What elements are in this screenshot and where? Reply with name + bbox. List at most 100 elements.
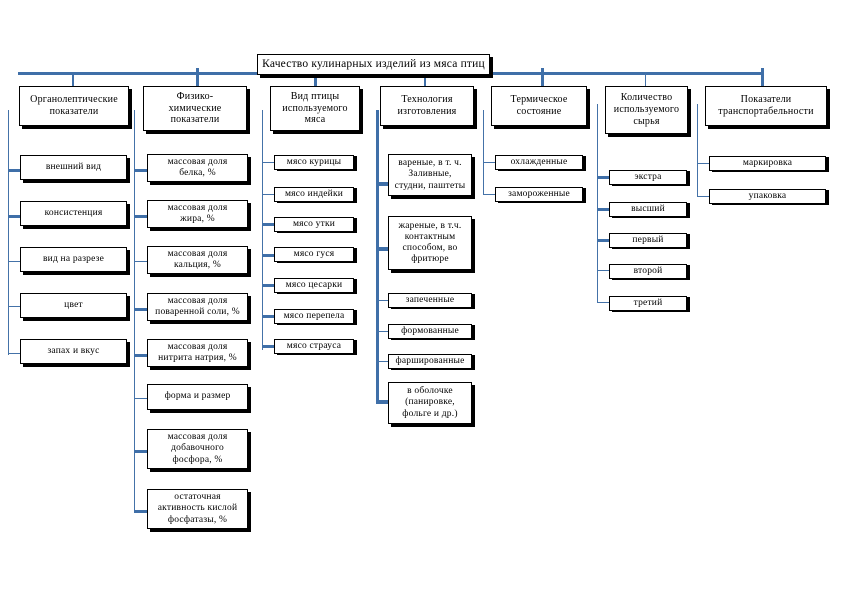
leaf-label: запах и вкус <box>47 345 100 356</box>
leaf-technology-0: вареные, в т. ч. Заливные, студни, паште… <box>388 154 472 196</box>
stub-physico-4 <box>134 354 147 357</box>
leaf-label: запеченные <box>405 294 455 305</box>
leaf-label: вареные, в т. ч. Заливные, студни, паште… <box>394 158 466 191</box>
root-node: Качество кулинарных изделий из мяса птиц <box>257 54 490 75</box>
leaf-thermal-0: охлажденные <box>495 155 583 170</box>
leaf-birdtype-4: мясо цесарки <box>274 278 354 293</box>
leaf-label: мясо цесарки <box>285 279 343 290</box>
leaf-rawqty-0: экстра <box>609 170 687 185</box>
leaf-transportability-1: упаковка <box>709 189 826 204</box>
branch-organoleptic-label: Органолептические показатели <box>30 94 118 117</box>
leaf-label: мясо утки <box>292 218 336 229</box>
leaf-technology-2: запеченные <box>388 293 472 308</box>
leaf-label: фаршированные <box>395 355 465 366</box>
leaf-label: в оболочке (панировке, фольге и др.) <box>402 386 458 419</box>
stub-birdtype-4 <box>262 284 274 287</box>
bus-drop-technology <box>424 72 426 87</box>
leaf-label: замороженные <box>508 188 570 199</box>
leaf-label: массовая доля кальция, % <box>167 248 228 270</box>
leaf-birdtype-6: мясо страуса <box>274 339 354 354</box>
leaf-rawqty-4: третий <box>609 296 687 311</box>
stub-organoleptic-2 <box>8 261 21 262</box>
stub-organoleptic-4 <box>8 353 21 354</box>
stub-birdtype-2 <box>262 223 274 226</box>
leaf-birdtype-2: мясо утки <box>274 217 354 232</box>
stub-technology-5 <box>376 400 388 404</box>
stub-birdtype-3 <box>262 254 274 257</box>
branch-rawqty-label: Количество используемого сырья <box>613 92 680 127</box>
leaf-label: третий <box>633 297 663 308</box>
stub-transportability-1 <box>697 196 709 197</box>
spine-rawqty <box>597 104 598 303</box>
leaf-organoleptic-3: цвет <box>20 293 127 318</box>
leaf-label: массовая доля нитрита натрия, % <box>158 341 237 363</box>
leaf-physico-3: массовая доля поваренной соли, % <box>147 293 248 321</box>
stub-birdtype-1 <box>262 194 274 195</box>
leaf-label: форма и размер <box>164 391 231 402</box>
stub-physico-6 <box>134 450 147 453</box>
spine-technology <box>376 110 379 400</box>
leaf-physico-0: массовая доля белка, % <box>147 154 248 182</box>
stub-birdtype-0 <box>262 162 274 163</box>
stub-rawqty-4 <box>597 302 609 303</box>
leaf-label: первый <box>632 234 664 245</box>
leaf-birdtype-3: мясо гуся <box>274 247 354 262</box>
bus-drop-physico <box>196 68 199 87</box>
leaf-label: цвет <box>64 299 83 310</box>
leaf-label: формованные <box>401 325 459 336</box>
leaf-organoleptic-1: консистенция <box>20 201 127 226</box>
leaf-label: массовая доля поваренной соли, % <box>155 295 240 317</box>
stub-physico-3 <box>134 308 147 311</box>
stub-physico-5 <box>134 398 147 399</box>
stub-physico-1 <box>134 215 147 218</box>
leaf-birdtype-0: мясо курицы <box>274 155 354 170</box>
leaf-label: маркировка <box>742 157 793 168</box>
leaf-rawqty-2: первый <box>609 233 687 248</box>
leaf-physico-4: массовая доля нитрита натрия, % <box>147 339 248 367</box>
leaf-birdtype-5: мясо перепела <box>274 309 354 324</box>
stub-technology-1 <box>376 247 388 251</box>
leaf-rawqty-1: высший <box>609 202 687 217</box>
leaf-technology-4: фаршированные <box>388 354 472 369</box>
leaf-physico-1: массовая доля жира, % <box>147 200 248 228</box>
stub-thermal-0 <box>483 162 495 163</box>
stub-organoleptic-1 <box>8 215 21 218</box>
leaf-physico-2: массовая доля кальция, % <box>147 246 248 274</box>
stub-organoleptic-0 <box>8 169 21 172</box>
stub-technology-3 <box>376 331 388 332</box>
leaf-label: внешний вид <box>45 161 102 172</box>
leaf-rawqty-3: второй <box>609 264 687 279</box>
leaf-label: мясо перепела <box>283 310 345 321</box>
leaf-label: мясо страуса <box>286 340 342 351</box>
stub-rawqty-3 <box>597 270 609 271</box>
leaf-physico-5: форма и размер <box>147 384 248 410</box>
branch-physico: Физико- химические показатели <box>143 86 247 131</box>
branch-thermal: Термическое состояние <box>491 86 587 126</box>
leaf-label: мясо индейки <box>284 188 344 199</box>
leaf-physico-6: массовая доля добавочного фосфора, % <box>147 429 248 469</box>
spine-thermal <box>483 110 484 195</box>
stub-physico-7 <box>134 510 147 513</box>
leaf-technology-3: формованные <box>388 324 472 339</box>
branch-birdtype: Вид птицы используемого мяса <box>270 86 360 131</box>
bus-drop-transportability <box>761 68 764 87</box>
spine-organoleptic <box>8 110 9 355</box>
stub-rawqty-2 <box>597 239 609 242</box>
spine-physico <box>134 110 135 513</box>
stub-birdtype-5 <box>262 315 274 318</box>
stub-birdtype-6 <box>262 345 274 348</box>
leaf-label: упаковка <box>748 190 787 201</box>
stub-rawqty-1 <box>597 208 609 211</box>
leaf-label: охлажденные <box>510 156 568 167</box>
leaf-label: массовая доля жира, % <box>167 202 228 224</box>
branch-rawqty: Количество используемого сырья <box>605 86 688 134</box>
branch-transportability-label: Показатели транспортабельности <box>718 94 814 117</box>
branch-organoleptic: Органолептические показатели <box>19 86 129 126</box>
stub-physico-0 <box>134 169 147 172</box>
leaf-label: мясо курицы <box>286 156 342 167</box>
leaf-organoleptic-0: внешний вид <box>20 155 127 180</box>
leaf-technology-1: жареные, в т.ч. контактным способом, во … <box>388 216 472 270</box>
stub-transportability-0 <box>697 163 709 164</box>
stub-technology-2 <box>376 300 388 301</box>
